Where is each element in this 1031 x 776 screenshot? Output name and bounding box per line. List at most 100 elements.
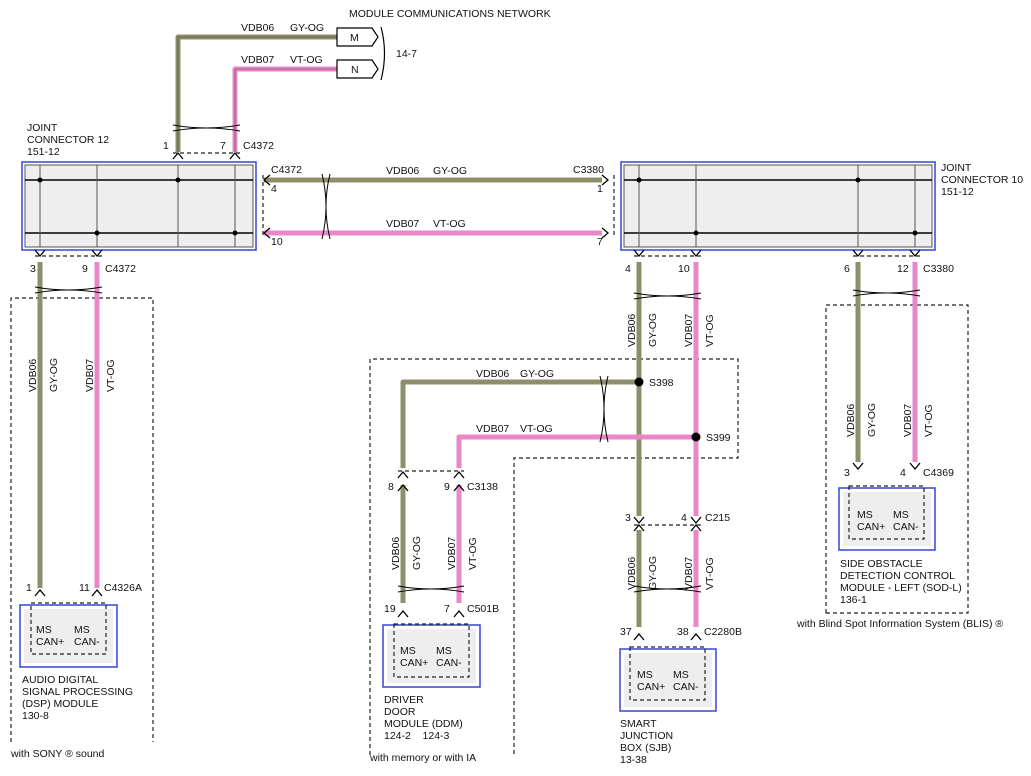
wire-code-label: VDB07 xyxy=(84,359,96,392)
pin-number: 7 xyxy=(444,603,450,615)
can-minus-label: CAN- xyxy=(893,521,919,533)
connector-id: C4369 xyxy=(923,467,954,479)
wire-code-label: VDB06 xyxy=(476,368,509,380)
ms-label: MS xyxy=(436,645,452,657)
connector-id: C3380 xyxy=(923,263,954,275)
wire-color-label: GY-OG xyxy=(411,536,423,570)
joint-connector-12 xyxy=(21,161,257,251)
module-name: SIDE OBSTACLE xyxy=(840,558,923,570)
pin-number: 4 xyxy=(681,512,687,524)
connector-id: C501B xyxy=(467,603,499,615)
ms-label: MS xyxy=(36,624,52,636)
wire-color-label: VT-OG xyxy=(105,359,117,392)
module-name: SIGNAL PROCESSING xyxy=(22,686,133,698)
wire-code-label: VDB07 xyxy=(476,423,509,435)
ms-label: MS xyxy=(857,509,873,521)
network-connectors xyxy=(336,26,386,81)
wire-code-label: VDB06 xyxy=(241,22,274,34)
can-plus-label: CAN+ xyxy=(36,636,64,648)
wire-code-label: VDB07 xyxy=(386,218,419,230)
jc10-title-2: CONNECTOR 10 xyxy=(941,174,1023,186)
module-name: AUDIO DIGITAL xyxy=(22,674,98,686)
pin-number: 4 xyxy=(271,183,277,195)
module-name: DRIVER xyxy=(384,694,424,706)
pin-number: 9 xyxy=(444,481,450,493)
pin-number: 3 xyxy=(625,512,631,524)
pin-number: 4 xyxy=(900,467,906,479)
module-name: JUNCTION xyxy=(620,730,673,742)
wire-code-label: VDB06 xyxy=(626,557,638,590)
wire-code-label: VDB06 xyxy=(27,359,39,392)
pin-number: 3 xyxy=(844,467,850,479)
wire-color-label: VT-OG xyxy=(704,314,716,347)
pin-number: 7 xyxy=(597,236,603,248)
pin-number: 1 xyxy=(163,140,169,152)
ms-label: MS xyxy=(637,669,653,681)
wire-color-label: GY-OG xyxy=(647,556,659,590)
ms-label: MS xyxy=(74,624,90,636)
ms-label: MS xyxy=(893,509,909,521)
wire-code-label: VDB06 xyxy=(845,404,857,437)
pin-number: 1 xyxy=(597,183,603,195)
wire-code-label: VDB06 xyxy=(626,314,638,347)
can-minus-label: CAN- xyxy=(673,681,699,693)
splice-s398 xyxy=(634,377,644,387)
wire-code-label: VDB07 xyxy=(683,557,695,590)
twist-marks xyxy=(34,124,921,593)
can-plus-label: CAN+ xyxy=(400,657,428,669)
pin-number: 3 xyxy=(30,263,36,275)
module-name: DETECTION CONTROL xyxy=(840,570,955,582)
can-plus-label: CAN+ xyxy=(857,521,885,533)
option-label: with SONY ® sound xyxy=(10,748,104,760)
connector-id: C3138 xyxy=(467,481,498,493)
pin-number: 1 xyxy=(26,582,32,594)
wire-code-label: VDB07 xyxy=(241,54,274,66)
module-name: MODULE (DDM) xyxy=(384,718,463,730)
pin-number: 10 xyxy=(271,236,283,248)
module-name: SMART xyxy=(620,718,657,730)
joint-connector-10 xyxy=(620,161,936,251)
jc12-ref: 151-12 xyxy=(27,146,60,158)
wire-color-label: GY-OG xyxy=(520,368,554,380)
pin-number: 37 xyxy=(620,626,632,638)
ms-label: MS xyxy=(673,669,689,681)
jc12-title-1: JOINT xyxy=(27,122,58,134)
splice-s399 xyxy=(691,432,701,442)
wire-color-label: GY-OG xyxy=(290,22,324,34)
wire-code-label: VDB07 xyxy=(683,314,695,347)
connector-pins xyxy=(34,151,921,641)
pin-number: 10 xyxy=(678,263,690,275)
connector-id: C4372 xyxy=(243,140,274,152)
wire-color-label: GY-OG xyxy=(866,403,878,437)
dsp-module-box xyxy=(19,602,118,668)
connector-id: C4372 xyxy=(105,263,136,275)
diagram-title: MODULE COMMUNICATIONS NETWORK xyxy=(349,8,551,20)
wire-code-label: VDB07 xyxy=(446,537,458,570)
ddm-option-box xyxy=(369,358,739,755)
splice-label: S398 xyxy=(649,377,674,389)
module-ref: 130-8 xyxy=(22,710,49,722)
can-minus-label: CAN- xyxy=(74,636,100,648)
module-ref: 124-2 124-3 xyxy=(384,730,450,742)
can-minus-label: CAN- xyxy=(436,657,462,669)
pin-number: 7 xyxy=(220,140,226,152)
sod-option-box xyxy=(825,304,969,614)
wire-color-label: VT-OG xyxy=(923,404,935,437)
pin-number: 4 xyxy=(625,263,631,275)
wire-color-label: GY-OG xyxy=(48,358,60,392)
ms-label: MS xyxy=(400,645,416,657)
jc12-title-2: CONNECTOR 12 xyxy=(27,134,109,146)
connector-m-label: M xyxy=(350,32,359,44)
ddm-module-box xyxy=(382,623,481,688)
pin-number: 38 xyxy=(677,626,689,638)
wire-code-label: VDB07 xyxy=(902,404,914,437)
connector-id: C4326A xyxy=(104,582,142,594)
dsp-option-box xyxy=(10,297,154,742)
option-label: with memory or with IA xyxy=(369,752,476,764)
wire-color-label: VT-OG xyxy=(433,218,466,230)
wire-code-label: VDB06 xyxy=(390,537,402,570)
wire-color-label: GY-OG xyxy=(433,165,467,177)
jc10-ref: 151-12 xyxy=(941,186,974,198)
wire-color-label: VT-OG xyxy=(467,537,479,570)
wire-code-label: VDB06 xyxy=(386,165,419,177)
